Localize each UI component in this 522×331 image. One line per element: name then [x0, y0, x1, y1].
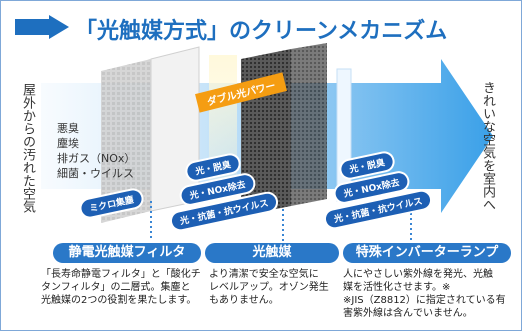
desc-line: 人にやさしい紫外線を発光、光触 [343, 269, 493, 280]
filter-electrostatic [101, 59, 151, 223]
inverter-lamp [336, 68, 352, 202]
pollutant-item: 細菌・ウイルス [57, 167, 134, 180]
title-row: 「光触媒方式」のクリーンメカニズム [15, 11, 515, 44]
desc-line: レベルアップ。オゾン発生 [209, 282, 329, 293]
clean-air-label: きれいな空気を室内へ [480, 81, 495, 211]
desc-line: 害紫外線は含んでいません。 [343, 308, 473, 319]
diagram-stage: 屋外からの汚れた空気 きれいな空気を室内へ 悪臭 塵埃 排ガス（NOx） 細菌・… [1, 41, 521, 241]
pollutant-item: 悪臭 [57, 122, 79, 135]
title-arrow-icon [15, 15, 69, 39]
section-label-photocatalyst: 光触媒 [205, 243, 339, 263]
pollutant-item: 塵埃 [57, 137, 79, 150]
desc-line: タンフィルタ」の二層式。集塵と [41, 282, 191, 293]
incoming-air-label: 屋外からの汚れた空気 [20, 83, 35, 213]
section-label-lamp: 特殊インバーターランプ [343, 243, 511, 263]
section-desc-photocatalyst: より清潔で安全な空気に レベルアップ。オゾン発生 もありません。 [209, 268, 344, 307]
desc-line: ※JIS（Z8812）に指定されている有 [343, 295, 506, 306]
section-desc-lamp: 人にやさしい紫外線を発光、光触 媒を活性化させます。※ ※JIS（Z8812）に… [343, 268, 513, 320]
pollutant-list: 悪臭 塵埃 排ガス（NOx） 細菌・ウイルス [57, 121, 135, 181]
section-desc-electrostatic: 「長寿命静電フィルタ」と「酸化チ タンフィルタ」の二層式。集塵と 光触媒の2つの… [41, 268, 206, 307]
page-title: 「光触媒方式」のクリーンメカニズム [75, 19, 448, 44]
desc-line: もありません。 [209, 295, 279, 306]
desc-line: 光触媒の2つの役割を果たします。 [41, 295, 197, 306]
pollutant-item: 排ガス（NOx） [57, 152, 136, 165]
desc-line: より清潔で安全な空気に [209, 269, 319, 280]
desc-line: 「長寿命静電フィルタ」と「酸化チ [41, 269, 201, 280]
desc-line: 媒を活性化させます。※ [343, 282, 451, 293]
section-label-electrostatic: 静電光触媒フィルタ [53, 243, 201, 263]
